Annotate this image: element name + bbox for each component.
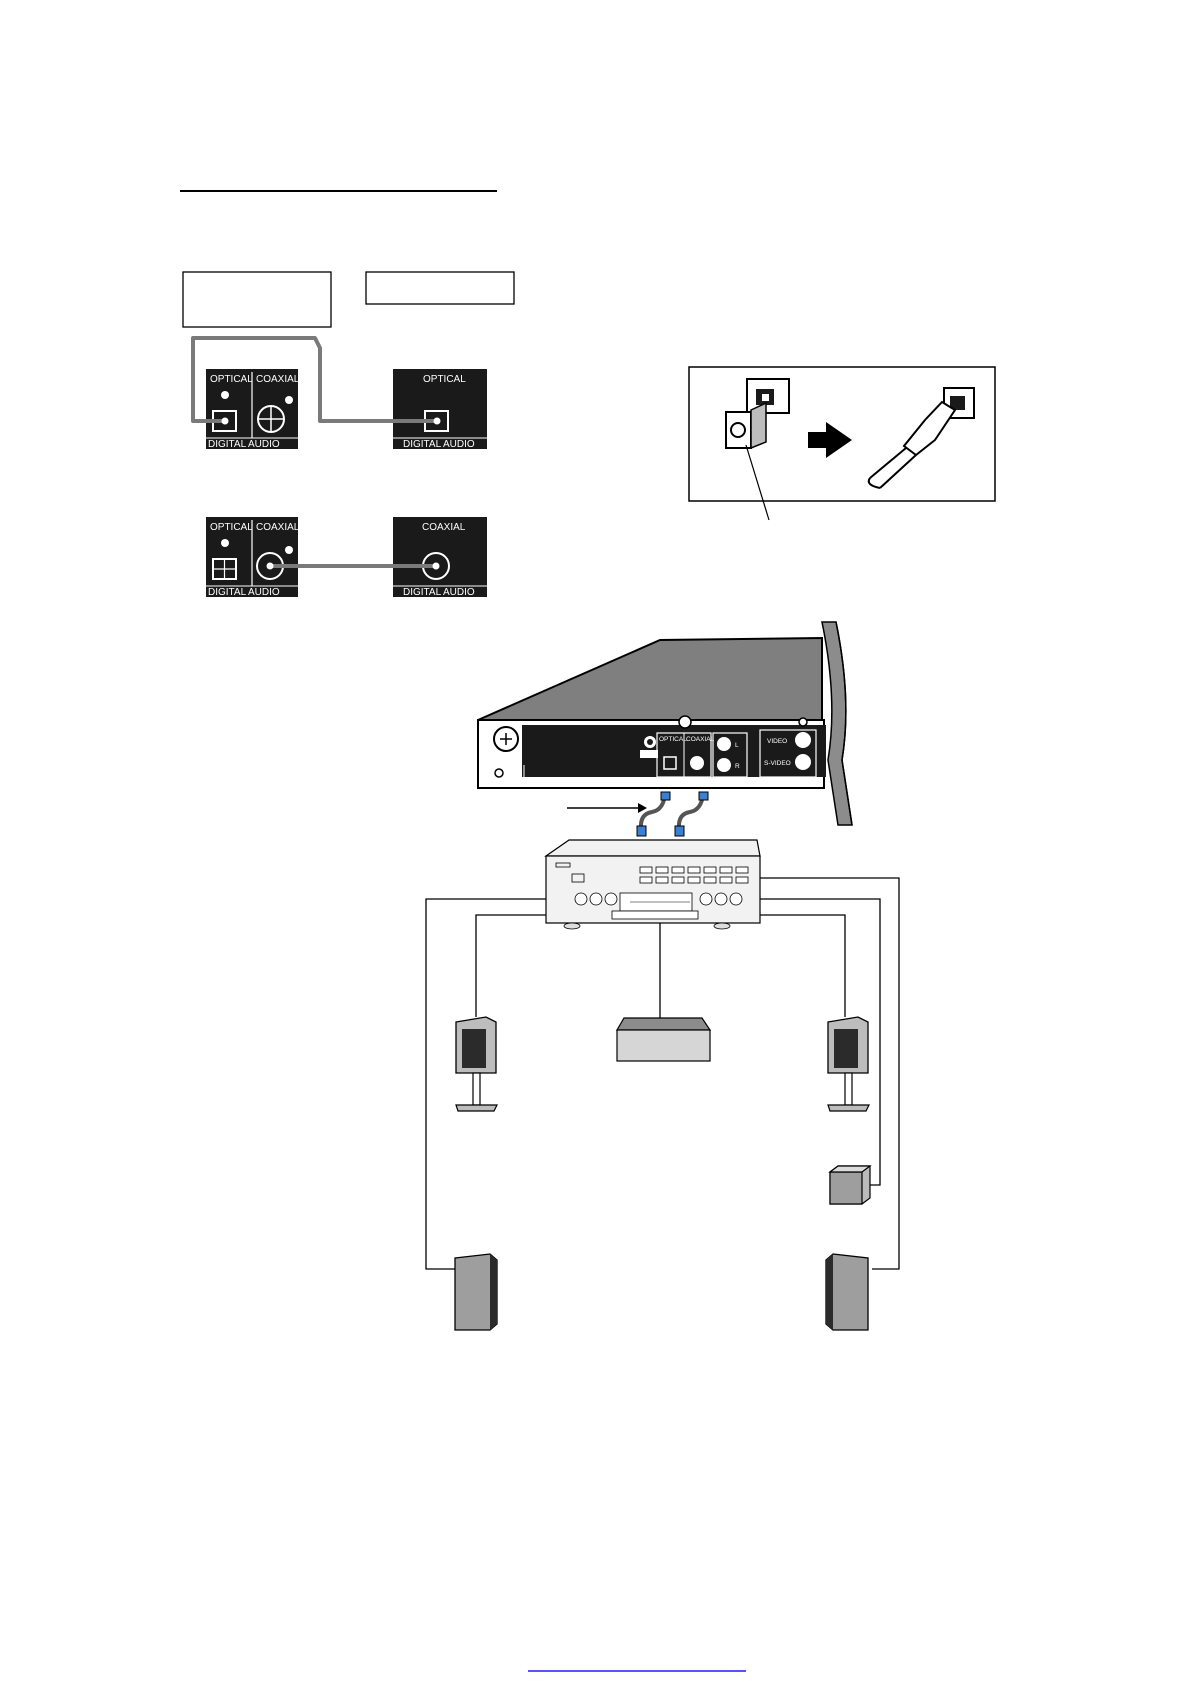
player-digital-audio-panel-optical: OPTICAL COAXIAL DIGITAL AUDIO xyxy=(206,369,300,450)
rear-left-speaker xyxy=(454,1253,498,1331)
optical-label: OPTICAL xyxy=(659,736,687,743)
speaker-wires xyxy=(425,877,900,1270)
coaxial-label: COAXIAL xyxy=(686,736,715,743)
optical-out-jack xyxy=(663,756,677,770)
subwoofer xyxy=(828,1165,872,1205)
s-video-label: S-VIDEO xyxy=(764,760,791,767)
protective-cap-illustration xyxy=(688,366,996,521)
optical-label: OPTICAL xyxy=(210,522,253,533)
front-right-speaker xyxy=(827,1016,870,1112)
receiver-coaxial-panel: COAXIAL DIGITAL AUDIO xyxy=(393,517,487,598)
plug-icon xyxy=(674,825,685,837)
player-digital-audio-panel-coaxial: OPTICAL COAXIAL DIGITAL AUDIO xyxy=(206,517,300,598)
digital-audio-label: DIGITAL AUDIO xyxy=(208,587,280,598)
audio-r-label: R xyxy=(735,763,740,770)
coaxial-label: COAXIAL xyxy=(422,522,466,533)
receiver-caption-box xyxy=(365,271,515,305)
digital-audio-label: DIGITAL AUDIO xyxy=(403,439,475,450)
audio-l-label: L xyxy=(735,742,739,749)
digital-audio-label: DIGITAL AUDIO xyxy=(208,439,280,450)
optical-label: OPTICAL xyxy=(423,374,466,385)
front-left-speaker xyxy=(455,1016,498,1112)
audio-out-label: AUDIO OUT xyxy=(713,781,747,787)
rear-right-speaker xyxy=(825,1253,869,1331)
video-label: VIDEO xyxy=(767,738,787,745)
cap-leader-line xyxy=(745,444,770,521)
digital-audio-out-label: DIGITAL AUDIO OUT xyxy=(656,781,714,787)
av-receiver-unit xyxy=(544,839,761,930)
plug-icon xyxy=(698,791,709,801)
player-caption-box xyxy=(182,271,332,328)
optical-label: OPTICAL xyxy=(210,374,253,385)
receiver-optical-panel: OPTICAL DIGITAL AUDIO xyxy=(393,369,487,450)
optical-connection-cable xyxy=(638,794,667,829)
arrow-icon xyxy=(808,422,852,458)
plug-icon xyxy=(660,791,671,801)
coaxial-label: COAXIAL xyxy=(256,522,300,533)
center-speaker xyxy=(615,1017,712,1062)
coaxial-label: COAXIAL xyxy=(256,374,300,385)
video-out-label: VIDEO OUT xyxy=(767,781,800,787)
digital-audio-label: DIGITAL AUDIO xyxy=(403,587,475,598)
coaxial-out-jack xyxy=(690,756,704,770)
optical-cable xyxy=(191,336,437,423)
coaxial-connection-cable xyxy=(676,794,705,829)
plug-icon xyxy=(636,825,647,837)
dvd-player-unit: OPTICAL COAXIAL DIGITAL AUDIO OUT L R AU… xyxy=(477,636,844,789)
